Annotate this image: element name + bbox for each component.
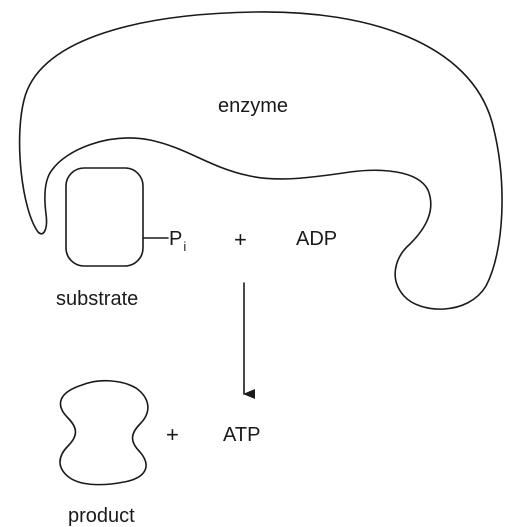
phosphate-symbol: P bbox=[169, 228, 182, 250]
substrate-label: substrate bbox=[56, 288, 138, 310]
product-label: product bbox=[68, 505, 135, 527]
product-shape bbox=[59, 379, 149, 486]
atp-label: ATP bbox=[223, 424, 260, 446]
plus-sign-top: + bbox=[234, 227, 247, 252]
phosphate-subscript: i bbox=[183, 239, 186, 254]
enzyme-label: enzyme bbox=[218, 95, 288, 117]
plus-sign-bottom: + bbox=[166, 422, 179, 447]
substrate-shape bbox=[65, 167, 144, 267]
enzyme-shape bbox=[18, 11, 503, 310]
adp-label: ADP bbox=[296, 228, 337, 250]
phosphate-label: Pi bbox=[169, 228, 186, 254]
